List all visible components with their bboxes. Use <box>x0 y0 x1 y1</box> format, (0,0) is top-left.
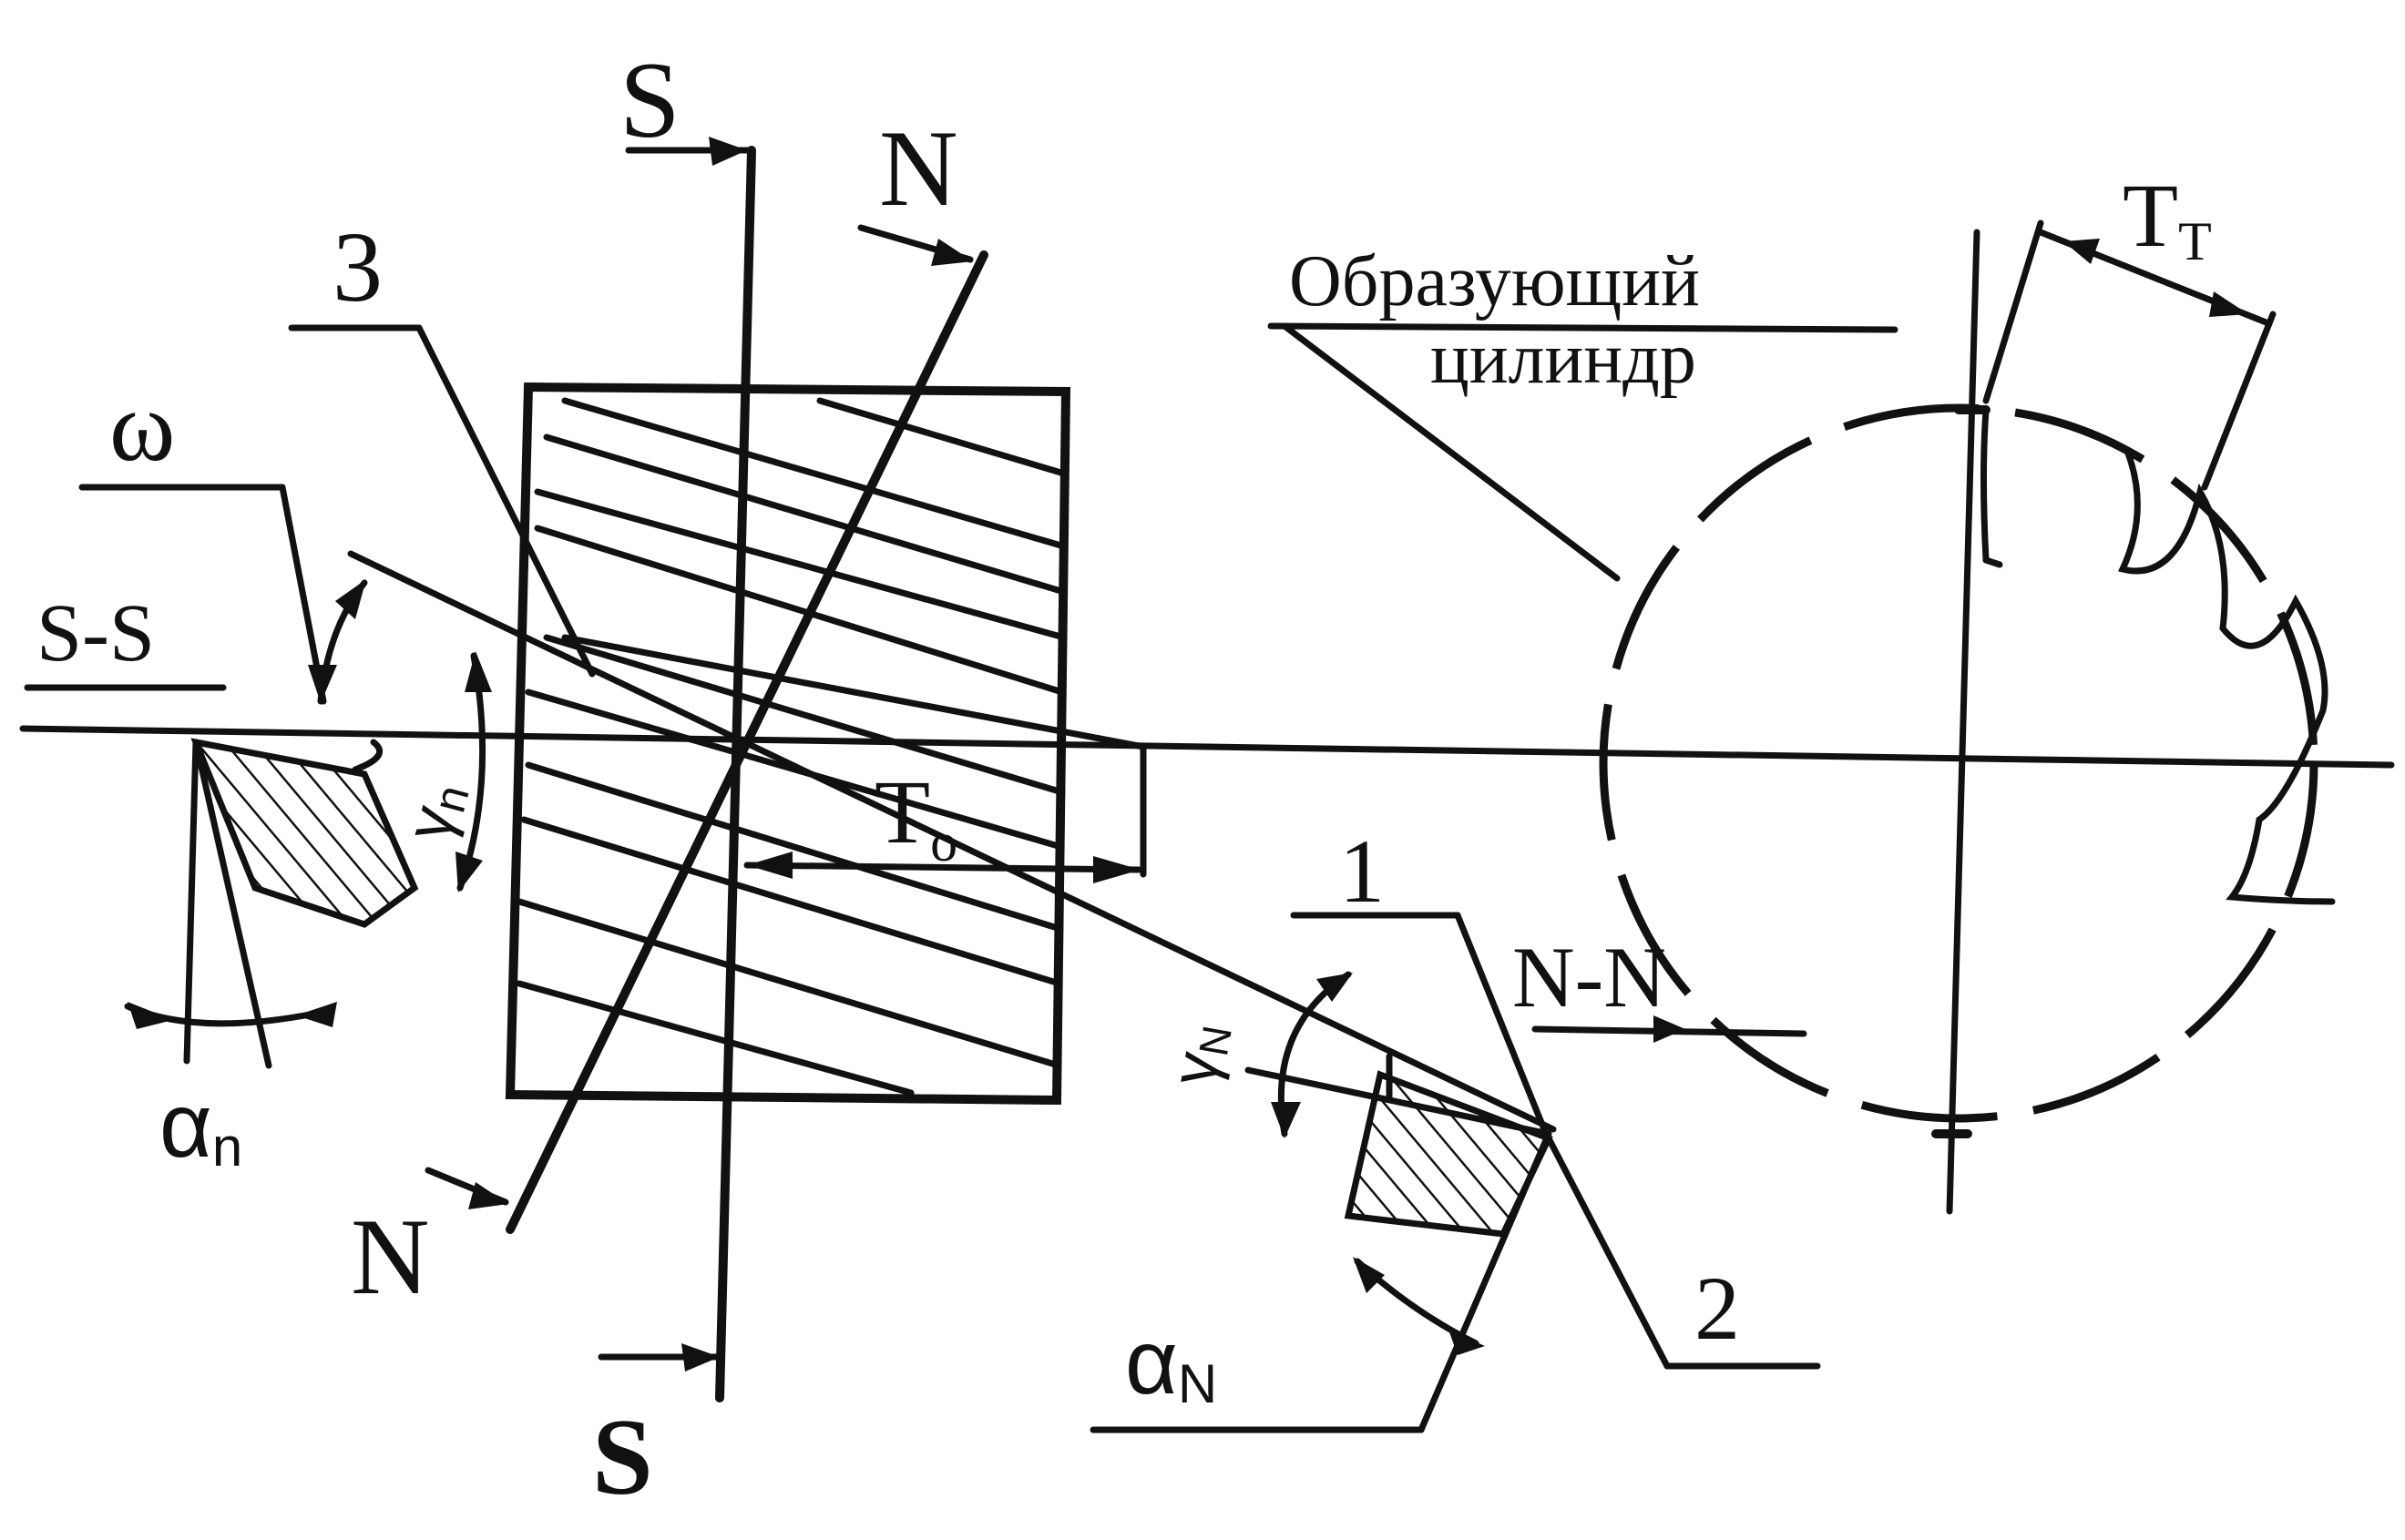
label-tt: TT <box>2123 165 2212 271</box>
label-3: 3 <box>333 211 383 322</box>
label-section-nn: N-N <box>1512 929 1666 1025</box>
label-1: 1 <box>1339 821 1385 922</box>
cylinder-vertical-axis <box>1946 229 1980 1215</box>
label-gamma-n: γn <box>392 774 478 849</box>
cylinder-caption-underline <box>1267 322 1898 333</box>
label-n-bottom: N <box>351 1196 430 1317</box>
generating-line <box>347 550 1557 1133</box>
tt-ext-right <box>2201 311 2277 491</box>
to-dim-line <box>743 862 1142 873</box>
helix-lines <box>516 397 1068 1096</box>
label-section-ss: S-S <box>36 588 155 678</box>
nn-rake-line <box>1244 1066 1552 1137</box>
nn-clearance-line <box>1417 1130 1552 1433</box>
label-n-top: N <box>879 107 958 229</box>
label-omega: ω <box>109 371 175 482</box>
upper-generating-line <box>561 634 1147 750</box>
hob-body <box>505 382 1071 1106</box>
label-alpha-N: αN <box>1125 1311 1217 1414</box>
label-alpha-n: αn <box>159 1075 242 1178</box>
label-s-top: S <box>619 39 681 160</box>
label-s-bottom: S <box>592 1396 653 1517</box>
cylinder-caption-leader <box>1281 322 1621 582</box>
main-axis <box>19 725 2395 769</box>
tooth-section-ss <box>190 738 419 928</box>
label-2-leader <box>1545 1135 1671 1370</box>
ss-clearance-line-1 <box>183 739 200 1065</box>
ss-clearance-line-2 <box>192 739 272 1069</box>
label-to: To <box>875 761 957 872</box>
cutter-teeth <box>2118 447 2336 905</box>
label-cylinder-line2: цилиндр <box>1430 319 1696 399</box>
label-cylinder-line1: Образующий <box>1289 241 1700 321</box>
label-2: 2 <box>1694 1258 1740 1359</box>
tt-ext-left <box>1982 219 2044 404</box>
label-gamma-N: γN <box>1158 1017 1241 1091</box>
